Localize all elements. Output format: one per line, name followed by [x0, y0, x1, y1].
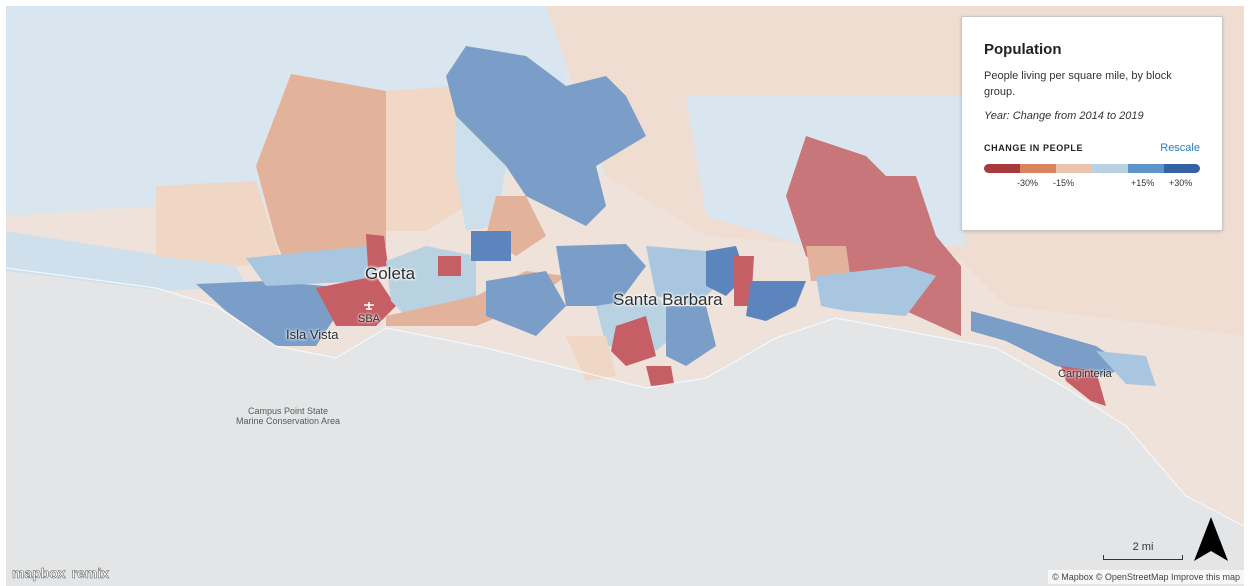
block-red-carp [1061, 366, 1106, 406]
block-blue-hope-ranch [486, 271, 566, 336]
airport-icon [364, 302, 374, 310]
block-tan-sb [566, 336, 616, 381]
scale-bar: 2 mi [1103, 541, 1183, 560]
block-red-sb-3 [646, 366, 674, 386]
legend-ticks: -30% -15% +15% +30% [984, 178, 1200, 194]
legend-year: Year: Change from 2014 to 2019 [984, 110, 1144, 122]
block-red-sb-2 [734, 256, 754, 306]
legend-color-ramp [984, 164, 1200, 173]
remix-logo[interactable]: remix [71, 565, 110, 582]
block-blue-sb-west [556, 244, 646, 306]
scale-line [1103, 555, 1183, 560]
legend-scale-heading: CHANGE IN PEOPLE [984, 143, 1084, 153]
block-tan-west [156, 181, 281, 266]
label-goleta: Goleta [365, 264, 416, 283]
block-lightblue-goleta [246, 246, 386, 286]
block-blue-carp-west [971, 311, 1126, 376]
block-blue-north [446, 46, 646, 226]
block-red-sba [316, 276, 396, 326]
label-campus-point: Campus Point State Marine Conservation A… [235, 406, 341, 426]
label-sba: SBA [358, 313, 381, 325]
scale-label: 2 mi [1132, 541, 1154, 553]
block-blue-goleta-west [196, 281, 336, 346]
block-blue-small-1 [471, 231, 511, 261]
brand-logos: mapbox remix [12, 565, 110, 582]
label-carpinteria: Carpinteria [1058, 368, 1112, 380]
tick-plus-15: +15% [1131, 178, 1155, 188]
legend-swatch-4 [1128, 164, 1164, 173]
block-blue-sb-3 [666, 306, 716, 366]
legend-description: People living per square mile, by block … [984, 70, 1172, 98]
block-red-small-1 [438, 256, 461, 276]
legend-panel: Population People living per square mile… [961, 16, 1223, 231]
legend-swatch-0 [984, 164, 1020, 173]
legend-swatch-5 [1164, 164, 1200, 173]
block-lightblue-east [816, 266, 936, 316]
block-orange-east [806, 246, 851, 281]
rescale-link[interactable]: Rescale [1160, 142, 1200, 154]
mapbox-logo[interactable]: mapbox [12, 565, 66, 582]
block-lightblue-carp [1096, 351, 1156, 386]
map-attribution[interactable]: © Mapbox © OpenStreetMap Improve this ma… [1048, 570, 1244, 584]
block-red-goleta-north [366, 234, 388, 268]
block-tan-north [386, 86, 466, 231]
north-arrow-icon[interactable] [1194, 517, 1228, 566]
legend-swatch-3 [1092, 164, 1128, 173]
legend-scale-header: CHANGE IN PEOPLE Rescale [984, 142, 1200, 154]
label-isla-vista: Isla Vista [286, 327, 339, 342]
legend-swatch-2 [1056, 164, 1092, 173]
coastline [6, 267, 1244, 527]
block-blue-sb-east [746, 281, 806, 321]
block-light-blue-mid [456, 116, 506, 231]
block-red-sb-1 [611, 316, 656, 366]
label-santa-barbara: Santa Barbara [613, 290, 723, 309]
tick-minus-15: -15% [1053, 178, 1075, 188]
block-orange-nw [256, 74, 386, 266]
tick-plus-30: +30% [1169, 178, 1193, 188]
legend-swatch-1 [1020, 164, 1056, 173]
tick-minus-30: -30% [1017, 178, 1039, 188]
legend-title: Population [984, 41, 1062, 58]
